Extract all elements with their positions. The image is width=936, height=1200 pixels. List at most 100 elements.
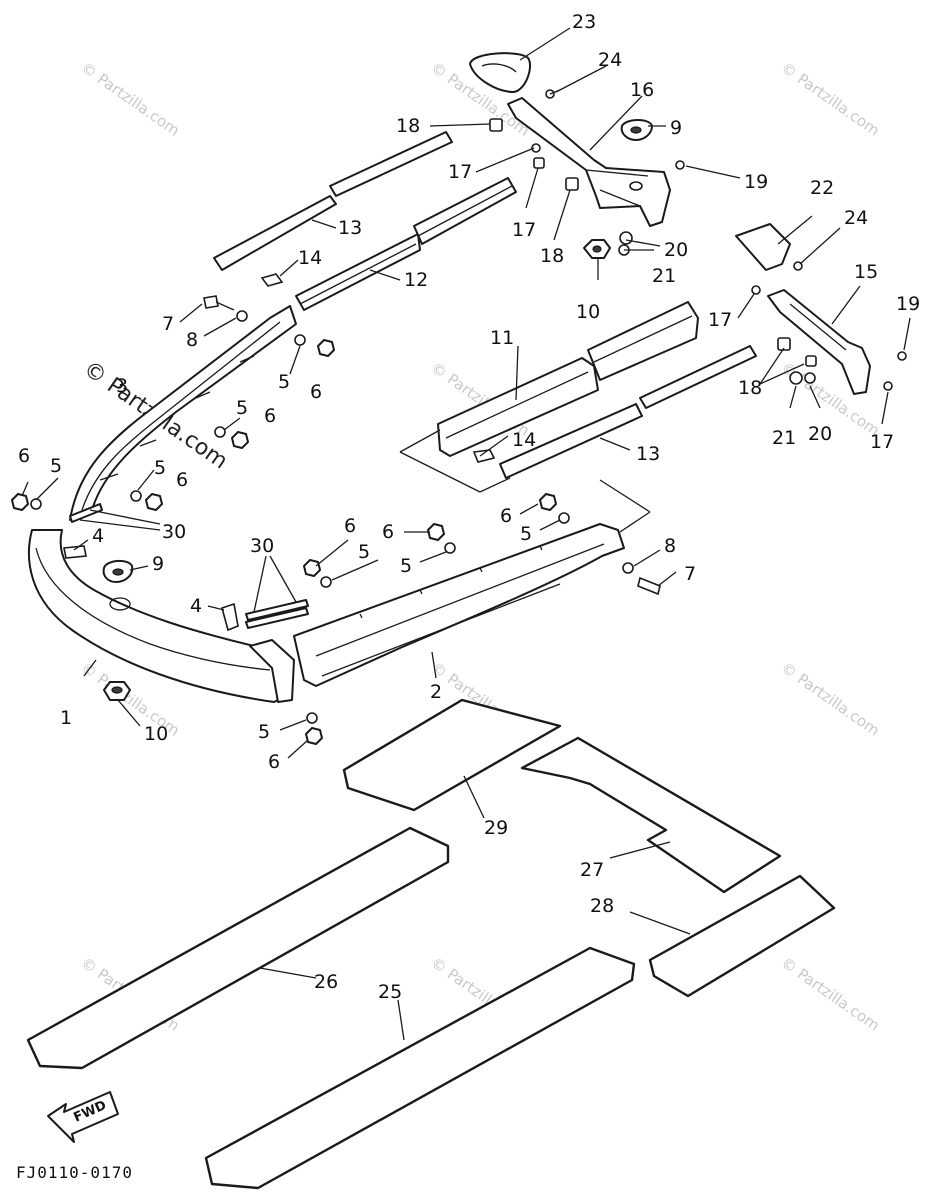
part-10-nut — [583, 239, 611, 259]
part-3-gunwale-rail-left — [69, 305, 297, 521]
callout-4: 4 — [190, 595, 202, 617]
watermark: © Partzilla.com — [778, 954, 883, 1035]
callout-22: 22 — [810, 177, 834, 199]
callout-11: 11 — [490, 327, 514, 349]
callout-12: 12 — [404, 269, 428, 291]
part-14-clip — [260, 273, 284, 287]
callout-19: 19 — [744, 171, 768, 193]
callout-15: 15 — [854, 261, 878, 283]
callout-25: 25 — [378, 981, 402, 1003]
part-15-bracket-right — [767, 289, 871, 395]
callout-5: 5 — [358, 541, 370, 563]
callout-18: 18 — [540, 245, 564, 267]
callout-30: 30 — [162, 521, 186, 543]
part-27-mat — [520, 736, 782, 894]
callout-labels: 23 24 16 9 18 17 19 22 24 13 17 18 20 14… — [18, 11, 920, 1003]
callout-18: 18 — [396, 115, 420, 137]
part-11-rub-rail-right — [437, 301, 699, 457]
part-12-rub-rail-upper — [295, 177, 517, 311]
callout-17: 17 — [512, 219, 536, 241]
callout-5: 5 — [236, 397, 248, 419]
callout-17: 17 — [870, 431, 894, 453]
callout-6: 6 — [310, 381, 322, 403]
callout-7: 7 — [684, 563, 696, 585]
callout-9: 9 — [152, 553, 164, 575]
callout-20: 20 — [664, 239, 688, 261]
part-13-rub-strip-upper — [213, 131, 453, 271]
callout-24: 24 — [598, 49, 622, 71]
part-7-bolt-left — [203, 295, 235, 311]
callout-6: 6 — [176, 469, 188, 491]
part-14-clip-right — [472, 449, 496, 463]
callout-5: 5 — [154, 457, 166, 479]
callout-5: 5 — [258, 721, 270, 743]
callout-2: 2 — [430, 681, 442, 703]
callout-14: 14 — [298, 247, 322, 269]
callout-8: 8 — [664, 535, 676, 557]
callout-5: 5 — [278, 371, 290, 393]
right-hardware — [751, 261, 907, 391]
callout-14: 14 — [512, 429, 536, 451]
callout-17: 17 — [448, 161, 472, 183]
callout-13: 13 — [636, 443, 660, 465]
part-9-grommet — [620, 119, 653, 141]
part-25-mat — [204, 946, 636, 1190]
callout-1: 1 — [60, 707, 72, 729]
callout-20: 20 — [808, 423, 832, 445]
watermark: © Partzilla.com — [78, 59, 183, 140]
part-10-nut-lower — [103, 681, 131, 701]
callout-6: 6 — [268, 751, 280, 773]
leader-lines — [21, 27, 911, 1041]
callout-16: 16 — [630, 79, 654, 101]
callout-23: 23 — [572, 11, 596, 33]
callout-10: 10 — [144, 723, 168, 745]
part-22-grip-cap-right — [735, 223, 791, 271]
callout-21: 21 — [652, 265, 676, 287]
callout-27: 27 — [580, 859, 604, 881]
callout-29: 29 — [484, 817, 508, 839]
part-29-mat — [342, 698, 562, 812]
callout-6: 6 — [344, 515, 356, 537]
part-8-washer-left — [236, 310, 248, 322]
callout-6: 6 — [500, 505, 512, 527]
fwd-arrow-icon: FWD — [47, 1091, 119, 1143]
callout-7: 7 — [162, 313, 174, 335]
part-1-end-cap — [249, 639, 295, 703]
callout-26: 26 — [314, 971, 338, 993]
callout-3: 3 — [116, 375, 128, 397]
callout-24: 24 — [844, 207, 868, 229]
upper-hardware — [489, 118, 685, 256]
callout-13: 13 — [338, 217, 362, 239]
part-9-grommet-lower — [102, 560, 134, 583]
left-hardware — [11, 334, 335, 559]
drawing-code: FJ0110-0170 — [16, 1163, 133, 1182]
callout-4: 4 — [92, 525, 104, 547]
callout-30: 30 — [250, 535, 274, 557]
center-hardware — [303, 493, 661, 745]
callout-9: 9 — [670, 117, 682, 139]
part-23-grip-cap — [469, 52, 532, 93]
callout-5: 5 — [400, 555, 412, 577]
callout-18: 18 — [738, 377, 762, 399]
callout-8: 8 — [186, 329, 198, 351]
watermark: © Partzilla.com — [778, 659, 883, 740]
callout-21: 21 — [772, 427, 796, 449]
part-13-rub-strip-right — [499, 345, 757, 479]
callout-17: 17 — [708, 309, 732, 331]
callout-28: 28 — [590, 895, 614, 917]
callout-5: 5 — [520, 523, 532, 545]
part-2-side-rail — [293, 523, 625, 687]
callout-10: 10 — [576, 301, 600, 323]
callout-19: 19 — [896, 293, 920, 315]
assembly-leader-box — [399, 429, 651, 533]
part-4-bolt — [221, 602, 239, 632]
part-26-mat — [26, 826, 450, 1070]
callout-6: 6 — [264, 405, 276, 427]
callout-5: 5 — [50, 455, 62, 477]
part-30-shims — [69, 503, 309, 629]
part-1-bumper-front — [27, 529, 287, 703]
part-28-mat — [648, 874, 836, 998]
watermark: © Partzilla.com — [778, 59, 883, 140]
